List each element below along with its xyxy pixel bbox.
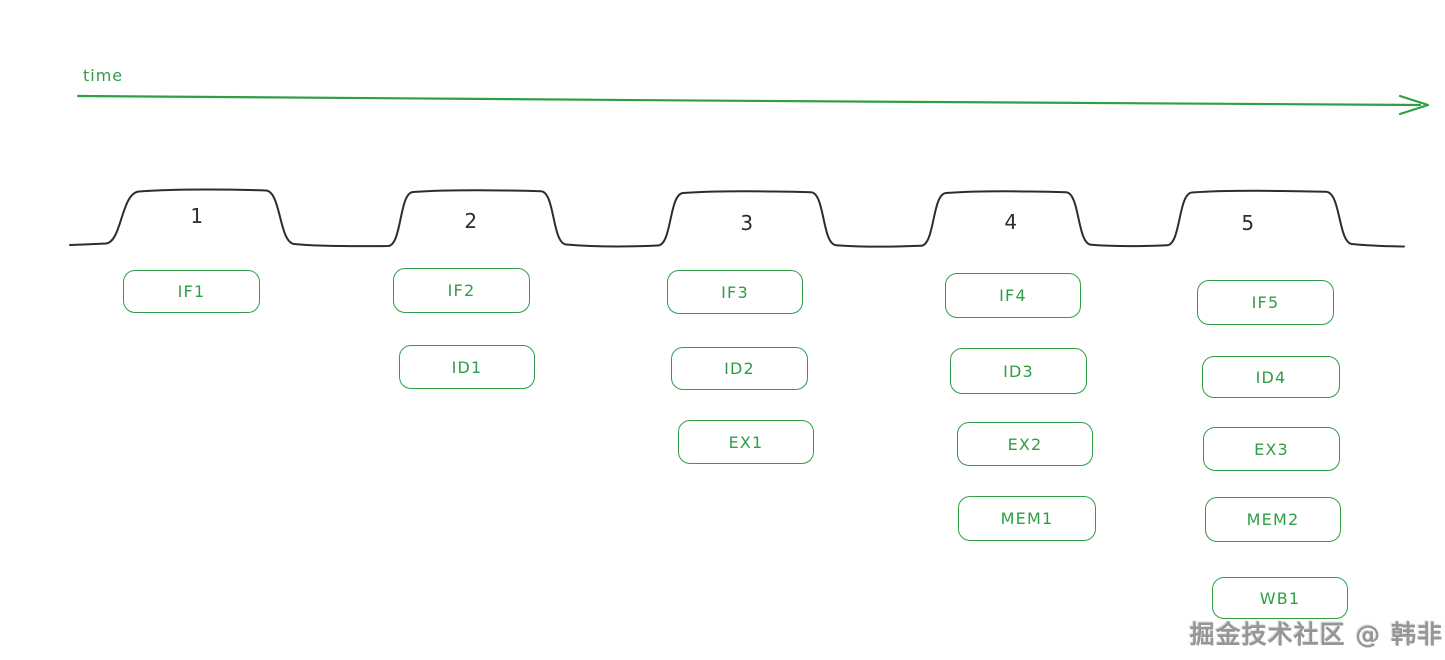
clock-cycle-label-5: 5 [1241,211,1255,235]
clock-waveform [69,188,1405,248]
time-axis-arrow [76,94,1430,116]
stage-box-if5: IF5 [1197,280,1334,325]
stage-box-id1: ID1 [399,345,535,389]
stage-box-ex3: EX3 [1203,427,1340,471]
stage-box-id2: ID2 [671,347,808,390]
time-axis-label: time [83,66,124,85]
stage-box-ex1: EX1 [678,420,814,464]
stage-box-id4: ID4 [1202,356,1340,398]
clock-cycle-label-3: 3 [740,211,754,235]
clock-cycle-label-4: 4 [1004,210,1018,234]
clock-cycle-label-1: 1 [190,204,204,228]
stage-box-wb1: WB1 [1212,577,1348,619]
clock-cycle-label-2: 2 [464,209,478,233]
stage-box-if4: IF4 [945,273,1081,318]
stage-box-if2: IF2 [393,268,530,313]
arrowhead-icon [1398,94,1430,116]
stage-box-id3: ID3 [950,348,1087,394]
stage-box-ex2: EX2 [957,422,1093,466]
watermark-text: 掘金技术社区 @ 韩非 [1189,620,1443,649]
stage-box-if3: IF3 [667,270,803,314]
stage-box-mem1: MEM1 [958,496,1096,541]
stage-box-mem2: MEM2 [1205,497,1341,542]
stage-box-if1: IF1 [123,270,260,313]
